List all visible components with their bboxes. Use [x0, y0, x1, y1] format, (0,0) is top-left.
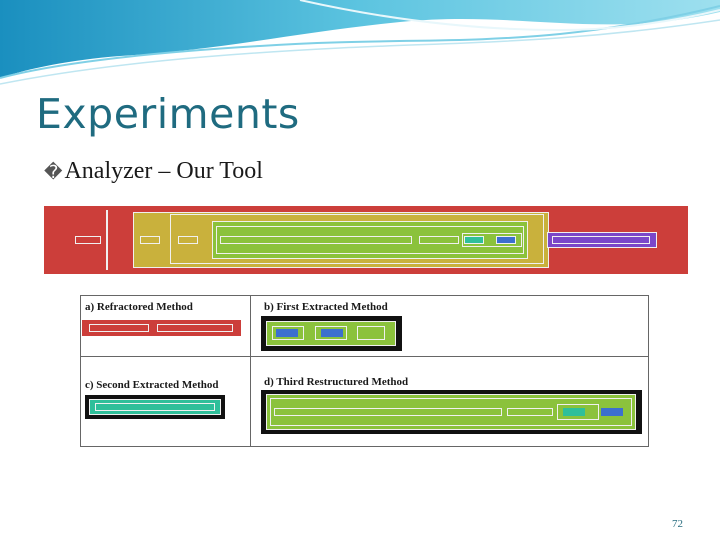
white-box	[357, 326, 385, 340]
white-box	[315, 326, 347, 340]
white-box	[462, 233, 522, 247]
green-inner-frame	[216, 226, 524, 254]
bullet-item: �Analyzer – Our Tool	[44, 158, 263, 185]
green-statement-row	[220, 236, 412, 244]
white-box	[272, 326, 304, 340]
slide-title: Experiments	[36, 90, 300, 138]
page-number: 72	[672, 518, 683, 530]
blue-box	[321, 329, 343, 337]
white-box	[507, 408, 553, 416]
teal-statement-row	[95, 403, 215, 411]
white-box	[75, 236, 101, 244]
white-box	[89, 324, 149, 332]
bullet-glyph: �	[44, 162, 63, 183]
panel-a-label: a) Refractored Method	[85, 301, 193, 313]
blue-box	[276, 329, 298, 337]
bullet-text: Analyzer – Our Tool	[64, 158, 263, 184]
white-box	[140, 236, 160, 244]
olive-inner-frame	[170, 214, 544, 264]
white-box	[157, 324, 233, 332]
white-box	[557, 404, 599, 420]
header-wave-decoration	[0, 0, 720, 85]
panel-b-label: b) First Extracted Method	[264, 301, 388, 313]
panel-divider-horizontal	[81, 356, 648, 357]
purple-statement-row	[552, 236, 650, 244]
teal-box	[563, 408, 585, 416]
panel-d-label: d) Third Restructured Method	[264, 376, 409, 388]
panel-c-label: c) Second Extracted Method	[85, 379, 219, 391]
white-box	[419, 236, 459, 244]
panel-divider-vertical	[250, 296, 251, 446]
white-box	[178, 236, 198, 244]
blue-box	[496, 236, 516, 244]
green-inner-frame	[270, 398, 632, 426]
blue-box	[601, 408, 623, 416]
method-panels-figure: a) Refractored Method b) First Extracted…	[80, 295, 649, 447]
vertical-divider	[106, 210, 108, 270]
analyzer-overview-bar	[44, 206, 688, 274]
teal-box	[464, 236, 484, 244]
green-statement-row	[274, 408, 502, 416]
